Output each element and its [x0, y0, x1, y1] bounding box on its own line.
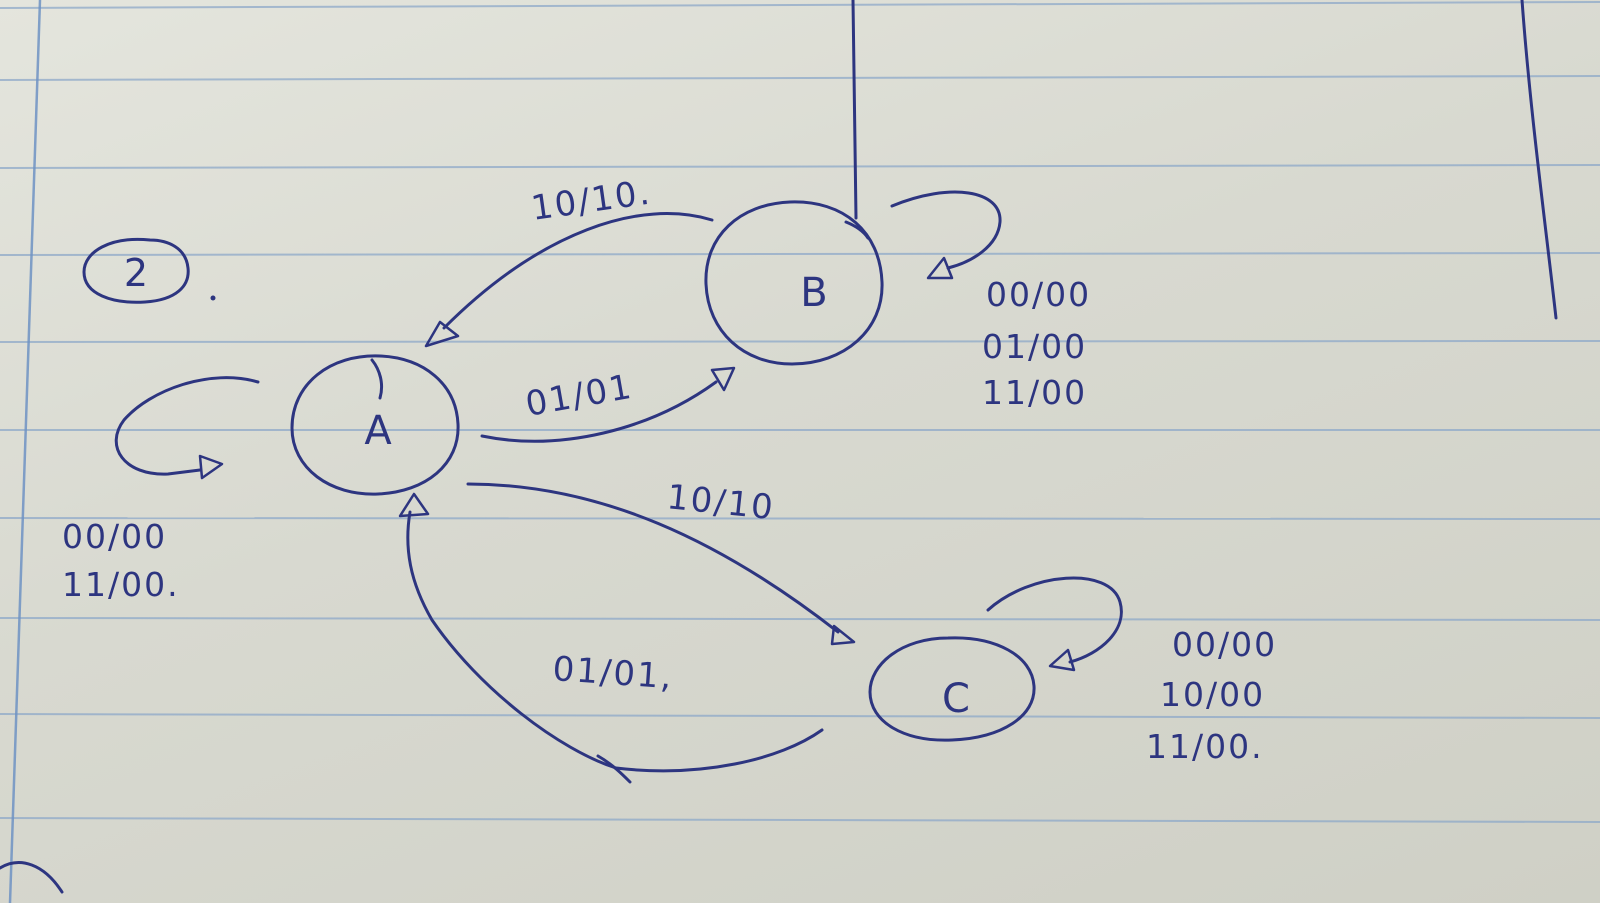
label-b-to-a: 10/10.	[529, 172, 654, 228]
transition-a-to-b	[480, 366, 736, 443]
problem-number-badge: 2	[82, 237, 216, 304]
transition-a-to-c	[466, 482, 856, 646]
loop-c-label-2: 10/00	[1160, 675, 1265, 714]
loop-b-label-1: 00/00	[986, 275, 1091, 314]
state-c-label: C	[942, 676, 970, 722]
label-a-to-c: 10/10	[665, 477, 777, 528]
transition-c-to-a	[398, 492, 824, 784]
state-a: A	[290, 354, 460, 496]
loop-b-label-3: 11/00	[982, 373, 1087, 412]
partial-stroke	[0, 861, 64, 894]
loop-a-label-1: 00/00	[62, 517, 167, 556]
loop-a-label-2: 11/00.	[62, 565, 180, 604]
state-a-loop-labels: 00/00 11/00.	[62, 517, 180, 604]
state-a-label: A	[364, 408, 392, 454]
loop-b-label-2: 01/00	[982, 327, 1087, 366]
label-c-to-a: 01/01,	[551, 649, 674, 697]
problem-number: 2	[124, 251, 148, 295]
state-c-loop-labels: 00/00 10/00 11/00.	[1146, 625, 1277, 766]
state-b-label: B	[800, 270, 827, 316]
transition-b-to-a	[424, 212, 714, 348]
margin-line	[8, 0, 42, 903]
vertical-pen-line	[851, 0, 858, 220]
ruled-lines	[0, 1, 1600, 823]
state-b: B	[704, 200, 884, 366]
state-b-loop-labels: 00/00 01/00 11/00	[982, 275, 1091, 412]
right-pen-line	[1520, 0, 1558, 320]
state-a-self-loop	[114, 376, 260, 480]
state-c-self-loop	[986, 576, 1123, 672]
loop-c-label-1: 00/00	[1172, 625, 1277, 664]
state-b-self-loop	[890, 190, 1002, 280]
state-c: C	[868, 636, 1036, 742]
label-a-to-b: 01/01	[523, 367, 636, 425]
loop-c-label-3: 11/00.	[1146, 727, 1264, 766]
